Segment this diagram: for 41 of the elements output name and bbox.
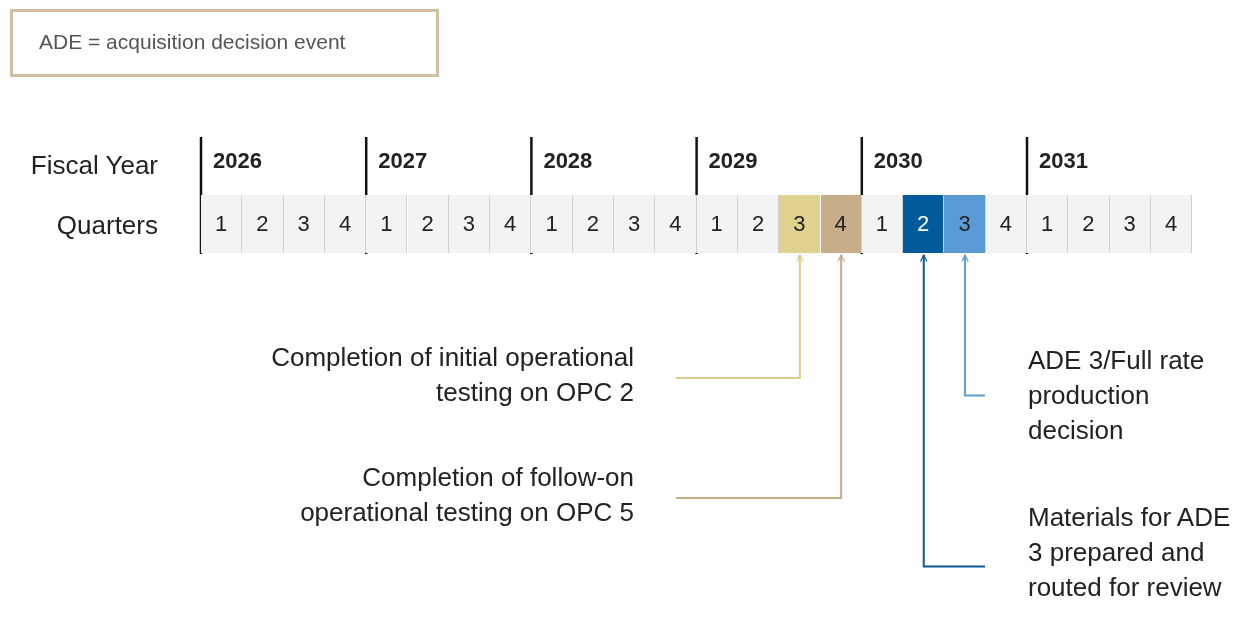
quarter-cell: 4 — [820, 195, 862, 253]
quarter-cell: 2 — [572, 195, 614, 253]
quarter-cell: 4 — [490, 195, 532, 253]
row-label: Quarters — [56, 210, 158, 241]
year-label: 2030 — [873, 148, 923, 174]
leader-arrow — [961, 254, 986, 397]
quarter-cell: 1 — [531, 195, 573, 253]
quarter-cell: 4 — [324, 195, 367, 253]
quarter-cell: 3 — [1109, 195, 1151, 253]
year-label: 2028 — [543, 148, 593, 174]
quarter-cell: 3 — [614, 195, 656, 253]
quarter-cell: 1 — [201, 195, 243, 253]
year-label: 2029 — [708, 148, 758, 174]
year-label: 2026 — [213, 148, 262, 174]
leader-arrow — [919, 254, 986, 568]
quarter-cell: 4 — [985, 195, 1027, 253]
quarter-cell: 2 — [903, 195, 945, 253]
callout-text: Materials for ADE 3 prepared and routed for review — [985, 500, 1249, 633]
quarter-cell: 3 — [779, 195, 821, 253]
row-label: Fiscal Year — [30, 150, 158, 181]
leader-arrow — [675, 254, 804, 379]
leader-arrow — [675, 254, 845, 499]
legend-box: ADE = acquisition decision event — [10, 9, 439, 77]
quarter-cell: 1 — [696, 195, 738, 253]
quarter-cell: 3 — [944, 195, 986, 253]
quarter-cell: 4 — [655, 195, 697, 253]
year-label: 2031 — [1039, 148, 1088, 174]
quarter-cell: 1 — [861, 195, 904, 253]
year-label: 2027 — [378, 148, 428, 174]
quarter-cell: 2 — [407, 195, 449, 253]
quarter-cell: 2 — [1068, 195, 1110, 253]
quarter-cell: 2 — [737, 195, 780, 253]
callout-text: Completion of follow-on operational testing on OPC 5 — [230, 460, 676, 536]
quarter-cell: 3 — [448, 195, 491, 253]
callout-text: ADE 3/Full rate production decision — [985, 343, 1249, 448]
quarter-cell: 1 — [1027, 195, 1069, 253]
callout-text: Completion of initial operational testing on OPC 2 — [230, 340, 676, 416]
quarter-cell: 2 — [242, 195, 284, 253]
quarter-cell: 1 — [366, 195, 408, 253]
quarter-cell: 4 — [1150, 195, 1193, 253]
quarter-cell: 3 — [283, 195, 325, 253]
